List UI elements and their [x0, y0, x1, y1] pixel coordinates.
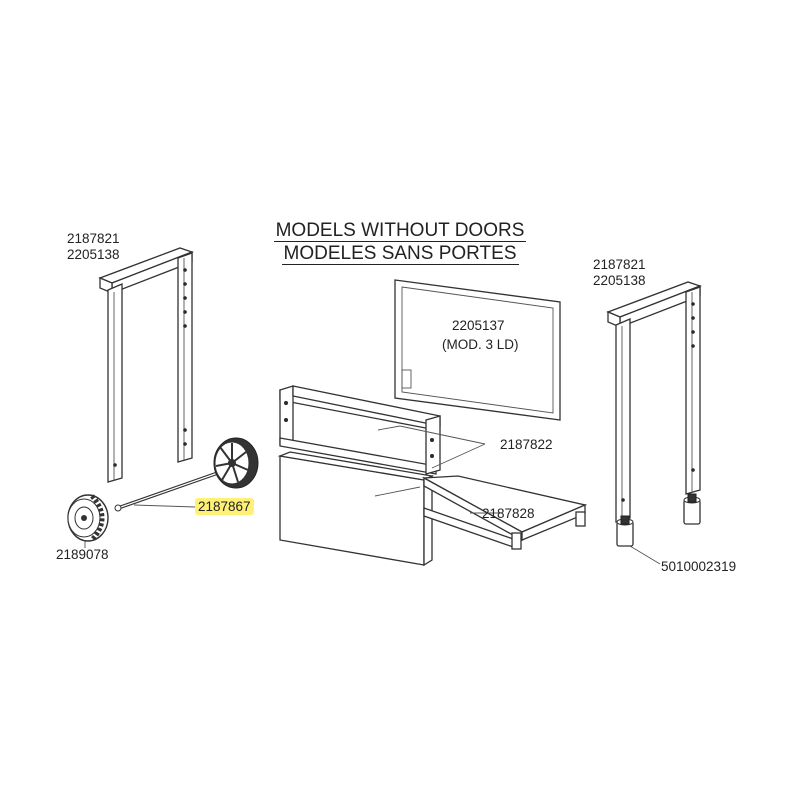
axle-rod[interactable] — [114, 466, 233, 512]
leader-lines — [84, 425, 661, 565]
leveling-foot-front[interactable] — [616, 515, 634, 547]
back-panel[interactable] — [394, 279, 561, 421]
label-left-upright-part-1: 2187821 — [67, 231, 120, 246]
front-door-panel[interactable] — [277, 451, 435, 567]
title-line-2: MODELES SANS PORTES — [281, 243, 519, 265]
title-models-sans-portes: MODELES SANS PORTES — [0, 243, 800, 265]
label-right-upright-part-2: 2205138 — [593, 273, 646, 288]
wheel-rear[interactable] — [213, 437, 259, 489]
axle-part-highlight: 2187867 — [195, 498, 254, 515]
label-back-panel-model: (MOD. 3 LD) — [442, 337, 519, 352]
leveling-foot-rear[interactable] — [683, 493, 701, 525]
title-models-without-doors: MODELS WITHOUT DOORS — [0, 220, 800, 242]
right-upright-frame[interactable] — [606, 281, 702, 523]
label-front-panel-part: 2187822 — [500, 437, 553, 452]
label-left-upright-part-2: 2205138 — [67, 247, 120, 262]
wheel-front[interactable] — [67, 494, 109, 542]
front-panel-rail[interactable] — [279, 385, 441, 475]
label-leveling-foot-part: 5010002319 — [661, 559, 737, 574]
label-wheel-part: 2189078 — [56, 547, 109, 562]
left-upright-frame[interactable] — [98, 247, 194, 483]
label-back-panel-part: 2205137 — [452, 318, 505, 333]
label-bottom-shelf-part: 2187828 — [482, 506, 535, 521]
title-line-1: MODELS WITHOUT DOORS — [273, 220, 527, 242]
bottom-shelf[interactable] — [421, 475, 588, 550]
label-right-upright-part-1: 2187821 — [593, 257, 646, 272]
label-axle-part: 2187867 — [195, 498, 254, 515]
